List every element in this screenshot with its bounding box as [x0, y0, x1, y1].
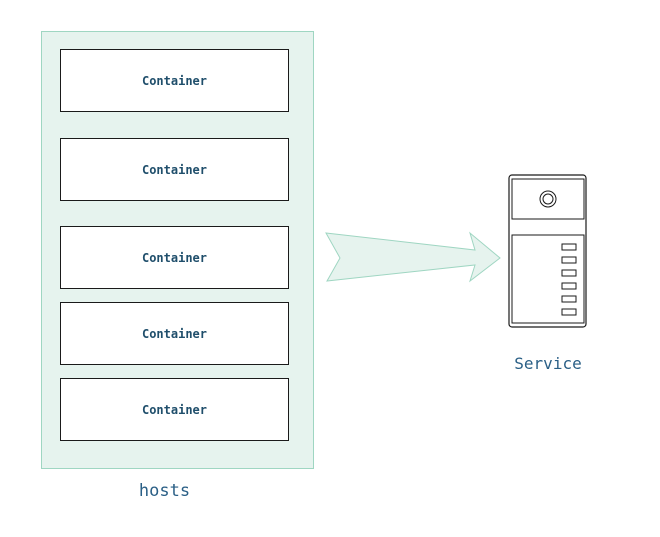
container-box-2: Container: [60, 138, 289, 201]
container-box-3: Container: [60, 226, 289, 289]
arrow-right-icon: [325, 231, 501, 283]
container-label: Container: [141, 402, 208, 417]
container-label: Container: [141, 162, 208, 177]
container-label: Container: [141, 250, 208, 265]
container-box-1: Container: [60, 49, 289, 112]
container-label: Container: [141, 73, 208, 88]
hosts-label: hosts: [138, 481, 191, 501]
container-box-5: Container: [60, 378, 289, 441]
service-label: Service: [514, 354, 582, 373]
server-icon: [508, 174, 587, 328]
container-box-4: Container: [60, 302, 289, 365]
container-label: Container: [141, 326, 208, 341]
